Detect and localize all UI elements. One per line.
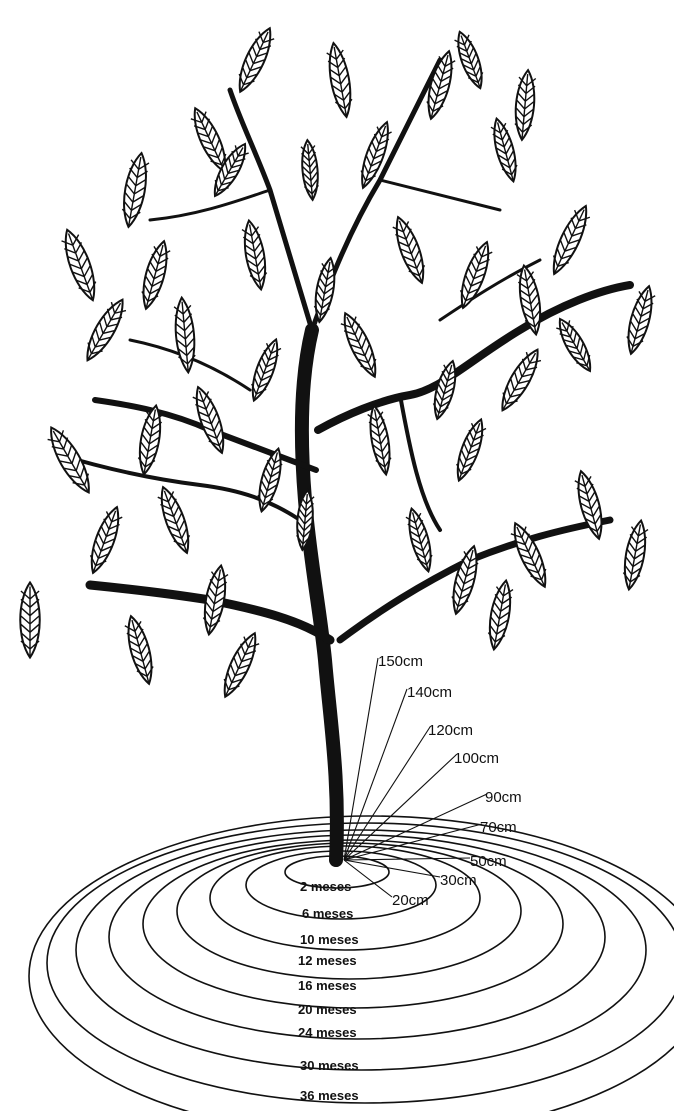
age-label-2: 2 meses: [300, 879, 351, 894]
leaf: [546, 202, 594, 278]
leaf: [452, 29, 488, 91]
leaf: [553, 315, 597, 375]
tree-leaves: [20, 24, 658, 700]
age-label-16: 16 meses: [298, 978, 357, 993]
leaf: [300, 139, 320, 200]
radius-label-20: 20cm: [392, 892, 429, 909]
radius-label-70: 70cm: [480, 819, 517, 836]
leaf: [515, 264, 545, 336]
leaf: [122, 614, 158, 686]
age-label-36: 36 meses: [300, 1088, 359, 1103]
leaf: [43, 423, 97, 498]
age-label-30: 30 meses: [300, 1058, 359, 1073]
leaf: [390, 214, 431, 286]
root-zone-ring: [47, 823, 674, 1103]
age-label-6: 6 meses: [302, 906, 353, 921]
leaf: [355, 119, 394, 190]
radius-label-90: 90cm: [485, 789, 522, 806]
radius-ray: [344, 755, 456, 860]
leaf: [217, 629, 263, 700]
radius-label-30: 30cm: [440, 872, 477, 889]
leaf: [620, 519, 650, 591]
age-label-12: 12 meses: [298, 953, 357, 968]
radius-label-50: 50cm: [470, 853, 507, 870]
leaf: [455, 239, 496, 311]
age-label-10: 10 meses: [300, 932, 359, 947]
leaf: [190, 384, 231, 456]
leaf: [137, 239, 173, 311]
leaf: [325, 42, 356, 119]
leaf: [507, 519, 553, 590]
leaf: [85, 504, 126, 576]
age-labels: 2 meses 6 meses 10 meses 12 meses 16 mes…: [298, 879, 359, 1103]
leaf: [337, 309, 383, 380]
leaf: [622, 284, 658, 356]
leaf: [20, 583, 40, 658]
leaf: [119, 151, 151, 228]
leaf: [232, 24, 278, 95]
leaf: [513, 69, 537, 140]
leaf: [240, 219, 270, 291]
radius-label-100: 100cm: [454, 750, 499, 767]
leaf: [451, 417, 489, 484]
leaf: [80, 295, 131, 365]
radius-labels: 150cm 140cm 120cm 100cm 90cm 70cm 50cm 3…: [378, 653, 522, 909]
leaf: [485, 579, 515, 651]
age-label-20: 20 meses: [298, 1002, 357, 1017]
leaf: [246, 337, 284, 404]
radius-label-150: 150cm: [378, 653, 423, 670]
leaf: [173, 297, 197, 373]
radius-label-140: 140cm: [407, 684, 452, 701]
leaf: [58, 226, 102, 303]
leaf: [495, 345, 546, 415]
radius-label-120: 120cm: [428, 722, 473, 739]
age-label-24: 24 meses: [298, 1025, 357, 1040]
radius-ray: [344, 689, 407, 860]
leaf: [366, 404, 394, 476]
leaf: [155, 484, 196, 556]
